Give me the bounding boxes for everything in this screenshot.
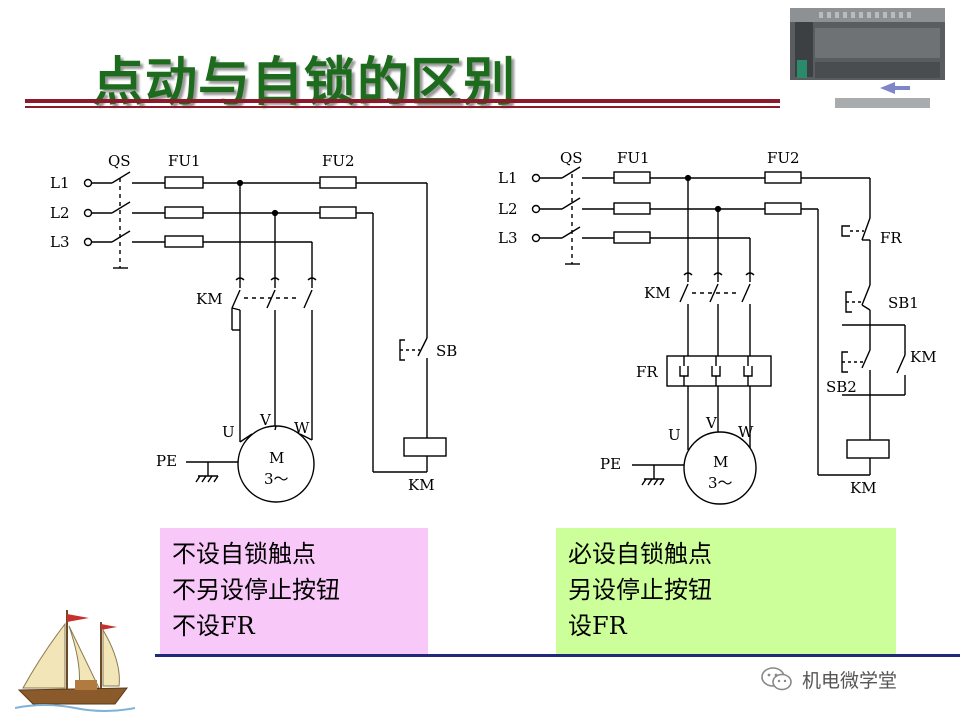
right-motor-phase: 3～ — [708, 474, 733, 492]
right-label-fu2: FU2 — [767, 149, 800, 167]
right-label-sb1: SB1 — [888, 294, 919, 312]
note-right-line-1: 必设自锁触点 — [568, 540, 712, 568]
left-label-km-contacts: KM — [196, 290, 223, 308]
title-rule-thick — [25, 99, 780, 103]
right-circuit — [531, 166, 906, 505]
left-motor-m: M — [269, 449, 284, 467]
wechat-icon — [761, 667, 792, 691]
right-label-km-contacts: KM — [644, 284, 671, 302]
left-label-l1: L1 — [50, 174, 70, 192]
plc-module-image — [790, 8, 945, 108]
right-label-l2: L2 — [498, 200, 518, 218]
left-motor-phase: 3～ — [264, 470, 289, 488]
left-circuit — [83, 171, 447, 503]
note-left-line-1: 不设自锁触点 — [172, 540, 316, 568]
watermark: 机电微学堂 — [760, 664, 897, 694]
right-label-fr-contact: FR — [880, 229, 902, 247]
right-label-fr-relay: FR — [636, 363, 658, 381]
note-left-line-2: 不另设停止按钮 — [172, 576, 340, 604]
footer-rule — [155, 654, 960, 657]
right-label-u: U — [668, 426, 681, 444]
note-right-line-3: 设FR — [568, 612, 627, 640]
note-right-line-2: 另设停止按钮 — [568, 576, 712, 604]
left-label-l2: L2 — [50, 204, 70, 222]
note-left-line-3: 不设FR — [172, 612, 255, 640]
left-label-v: V — [259, 411, 272, 429]
note-left-jog: 不设自锁触点 不另设停止按钮 不设FR — [160, 528, 428, 656]
sailboat-clipart — [15, 610, 135, 712]
right-label-fu1: FU1 — [617, 149, 650, 167]
left-label-l3: L3 — [50, 233, 70, 251]
left-label-fu1: FU1 — [168, 152, 201, 170]
right-label-l1: L1 — [498, 169, 518, 187]
left-label-sb: SB — [436, 342, 457, 360]
left-label-pe: PE — [156, 452, 177, 470]
right-label-l3: L3 — [498, 229, 518, 247]
right-label-v: V — [705, 414, 718, 432]
slide-title: 点动与自锁的区别 — [92, 53, 517, 113]
right-label-km-hold: KM — [910, 348, 937, 366]
right-label-qs: QS — [560, 149, 583, 167]
right-label-sb2: SB2 — [826, 378, 857, 396]
right-label-km-coil: KM — [850, 479, 877, 497]
note-right-self-lock: 必设自锁触点 另设停止按钮 设FR — [556, 528, 896, 656]
right-label-w: W — [738, 423, 754, 441]
circuit-diagrams: L1 L2 L3 QS FU1 FU2 KM SB U V W M 3～ PE … — [50, 149, 937, 505]
left-label-km-coil: KM — [408, 476, 435, 494]
left-label-u: U — [222, 423, 235, 441]
right-label-pe: PE — [600, 455, 621, 473]
right-motor-m: M — [713, 453, 728, 471]
left-label-fu2: FU2 — [322, 152, 355, 170]
left-label-w: W — [294, 419, 310, 437]
title-rule-thin — [25, 106, 780, 108]
left-label-qs: QS — [108, 152, 131, 170]
watermark-text: 机电微学堂 — [802, 669, 898, 692]
